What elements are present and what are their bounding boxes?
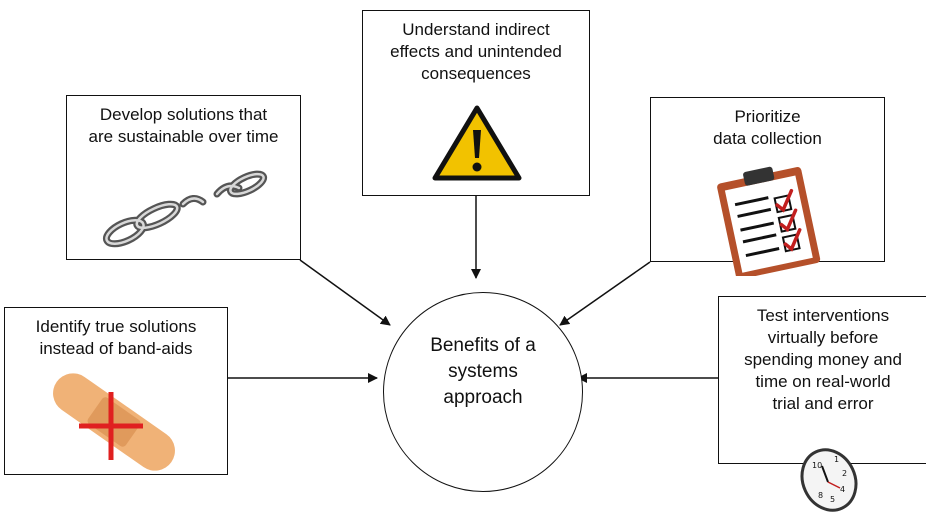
box-prioritize-text: Prioritize data collection [713,107,822,148]
svg-text:2: 2 [842,469,847,478]
box-indirect-text: Understand indirect effects and unintend… [390,20,562,83]
box-prioritize-data: Prioritize data collection [650,97,885,276]
box-test-text: Test interventions virtually before spen… [744,306,902,413]
box-test-interventions: Test interventions virtually before spen… [718,296,926,464]
arrow-top-left [299,259,391,326]
box-indirect-effects: Understand indirect effects and unintend… [362,10,590,196]
bandage-icon [53,373,175,471]
center-label: Benefits of a systems approach [430,335,536,408]
box-sustainable-solutions: Develop solutions that are sustainable o… [66,95,301,260]
box-sustainable-text: Develop solutions that are sustainable o… [88,105,279,146]
arrow-top-right [559,261,651,326]
box-true-solutions-text: Identify true solutions instead of band-… [35,317,197,358]
box-true-solutions: Identify true solutions instead of band-… [4,307,228,475]
svg-text:5: 5 [830,495,835,504]
center-circle: Benefits of a systems approach [383,292,583,492]
svg-text:10: 10 [812,461,822,470]
clipboard-checklist-icon [717,166,821,276]
warning-icon [432,105,522,181]
clock-icon: 10 1 2 4 5 8 [800,448,858,512]
svg-text:1: 1 [834,455,839,464]
svg-text:4: 4 [840,485,845,494]
broken-chain-icon [102,170,268,248]
svg-text:8: 8 [818,491,823,500]
